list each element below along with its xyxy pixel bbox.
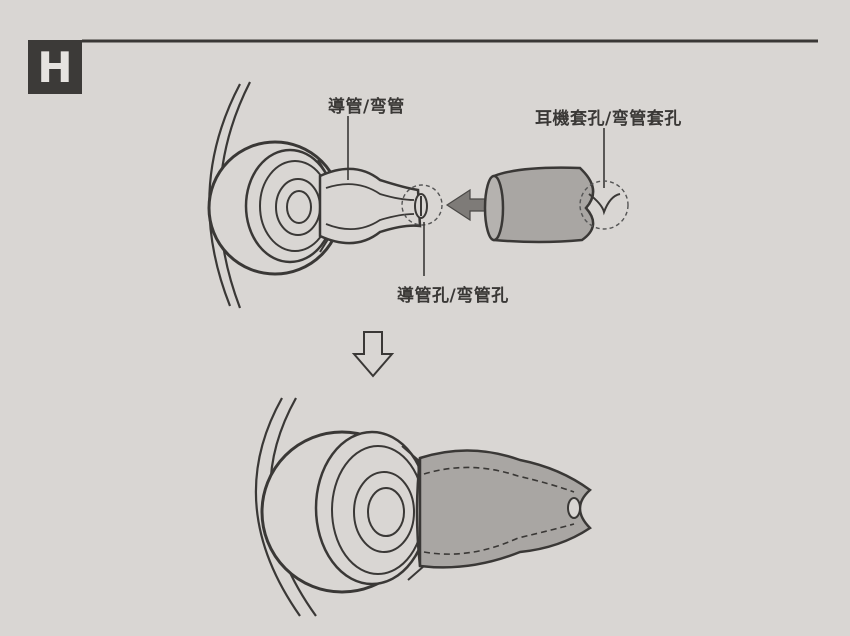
sleeve-hole-highlight bbox=[579, 180, 629, 230]
ear-sleeve bbox=[483, 166, 621, 244]
down-arrow bbox=[351, 331, 395, 378]
earbud-body-2 bbox=[260, 430, 430, 594]
sleeve-attached bbox=[415, 449, 592, 569]
tube-nozzle bbox=[318, 167, 428, 245]
bottom-illustration bbox=[254, 397, 592, 617]
section-letter: H bbox=[37, 42, 73, 92]
tube-hole-label: 導管孔/弯管孔 bbox=[397, 286, 509, 306]
tube-hole-highlight bbox=[401, 184, 443, 226]
sleeve-hole-label: 耳機套孔/弯管套孔 bbox=[535, 109, 682, 129]
section-badge: H bbox=[28, 40, 82, 94]
tube-label: 導管/弯管 bbox=[328, 97, 405, 117]
headband-arc-inner-2 bbox=[254, 397, 301, 617]
top-illustration bbox=[207, 81, 629, 309]
